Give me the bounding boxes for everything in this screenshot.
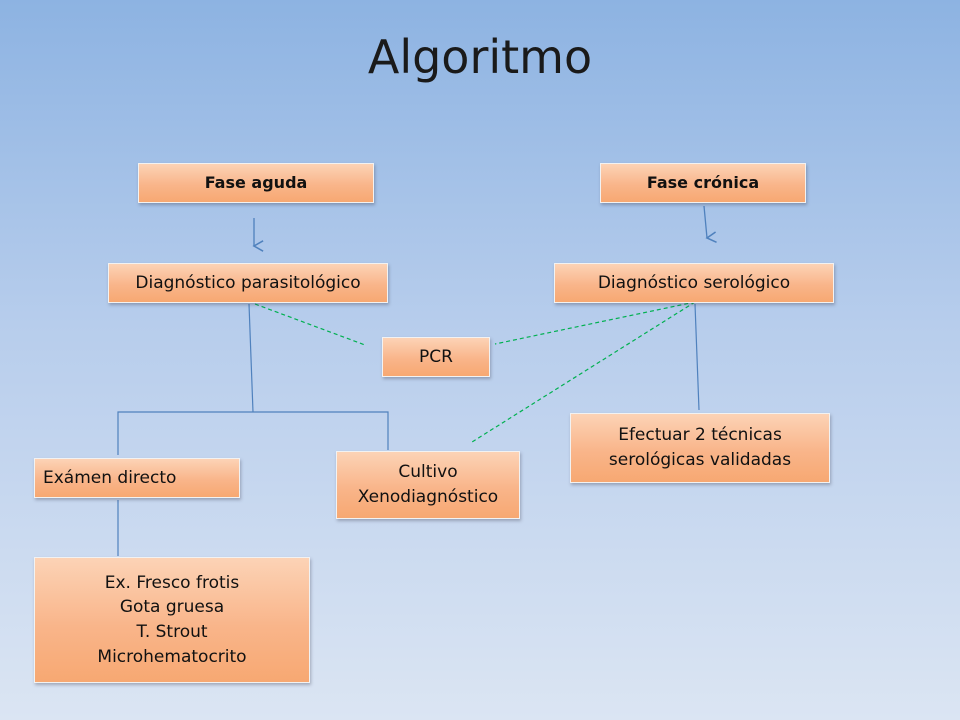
node-metodos-line-2: Gota gruesa	[119, 597, 225, 618]
node-fase-cronica-label: Fase crónica	[646, 173, 760, 193]
node-cultivo: Cultivo Xenodiagnóstico	[336, 451, 520, 519]
node-metodos-line-1: Ex. Fresco frotis	[104, 572, 240, 593]
node-metodos: Ex. Fresco frotis Gota gruesa T. Strout …	[34, 557, 310, 683]
dashed-serol-cultivo	[471, 301, 696, 443]
node-pcr: PCR	[382, 337, 490, 377]
node-examen-directo: Exámen directo	[34, 458, 240, 498]
dashed-parasit-pcr	[254, 303, 366, 346]
tree-branch	[117, 411, 389, 455]
node-tecnicas-line-1: Efectuar 2 técnicas	[618, 425, 782, 446]
node-diag-serologico-label: Diagnóstico serológico	[597, 272, 791, 293]
tree-parasitologico	[248, 303, 254, 413]
dashed-serol-pcr	[494, 301, 696, 345]
node-examen-directo-label: Exámen directo	[43, 467, 177, 488]
node-fase-cronica: Fase crónica	[600, 163, 806, 203]
node-diag-serologico: Diagnóstico serológico	[554, 263, 834, 303]
node-tecnicas: Efectuar 2 técnicas serológicas validada…	[570, 413, 830, 483]
node-cultivo-line-2: Xenodiagnóstico	[357, 487, 499, 507]
node-fase-aguda: Fase aguda	[138, 163, 374, 203]
node-diag-parasitologico-label: Diagnóstico parasitológico	[135, 272, 361, 293]
node-metodos-line-3: T. Strout	[136, 622, 208, 642]
arrow-cronica	[703, 205, 717, 244]
node-diag-parasitologico: Diagnóstico parasitológico	[108, 263, 388, 303]
page-title: Algoritmo	[367, 30, 593, 84]
node-pcr-label: PCR	[419, 346, 453, 367]
node-fase-aguda-label: Fase aguda	[204, 173, 308, 193]
node-cultivo-line-1: Cultivo	[398, 462, 458, 483]
node-tecnicas-line-2: serológicas validadas	[608, 450, 792, 470]
line-serologico-tecnicas	[694, 303, 700, 411]
node-metodos-line-4: Microhematocrito	[97, 646, 247, 667]
